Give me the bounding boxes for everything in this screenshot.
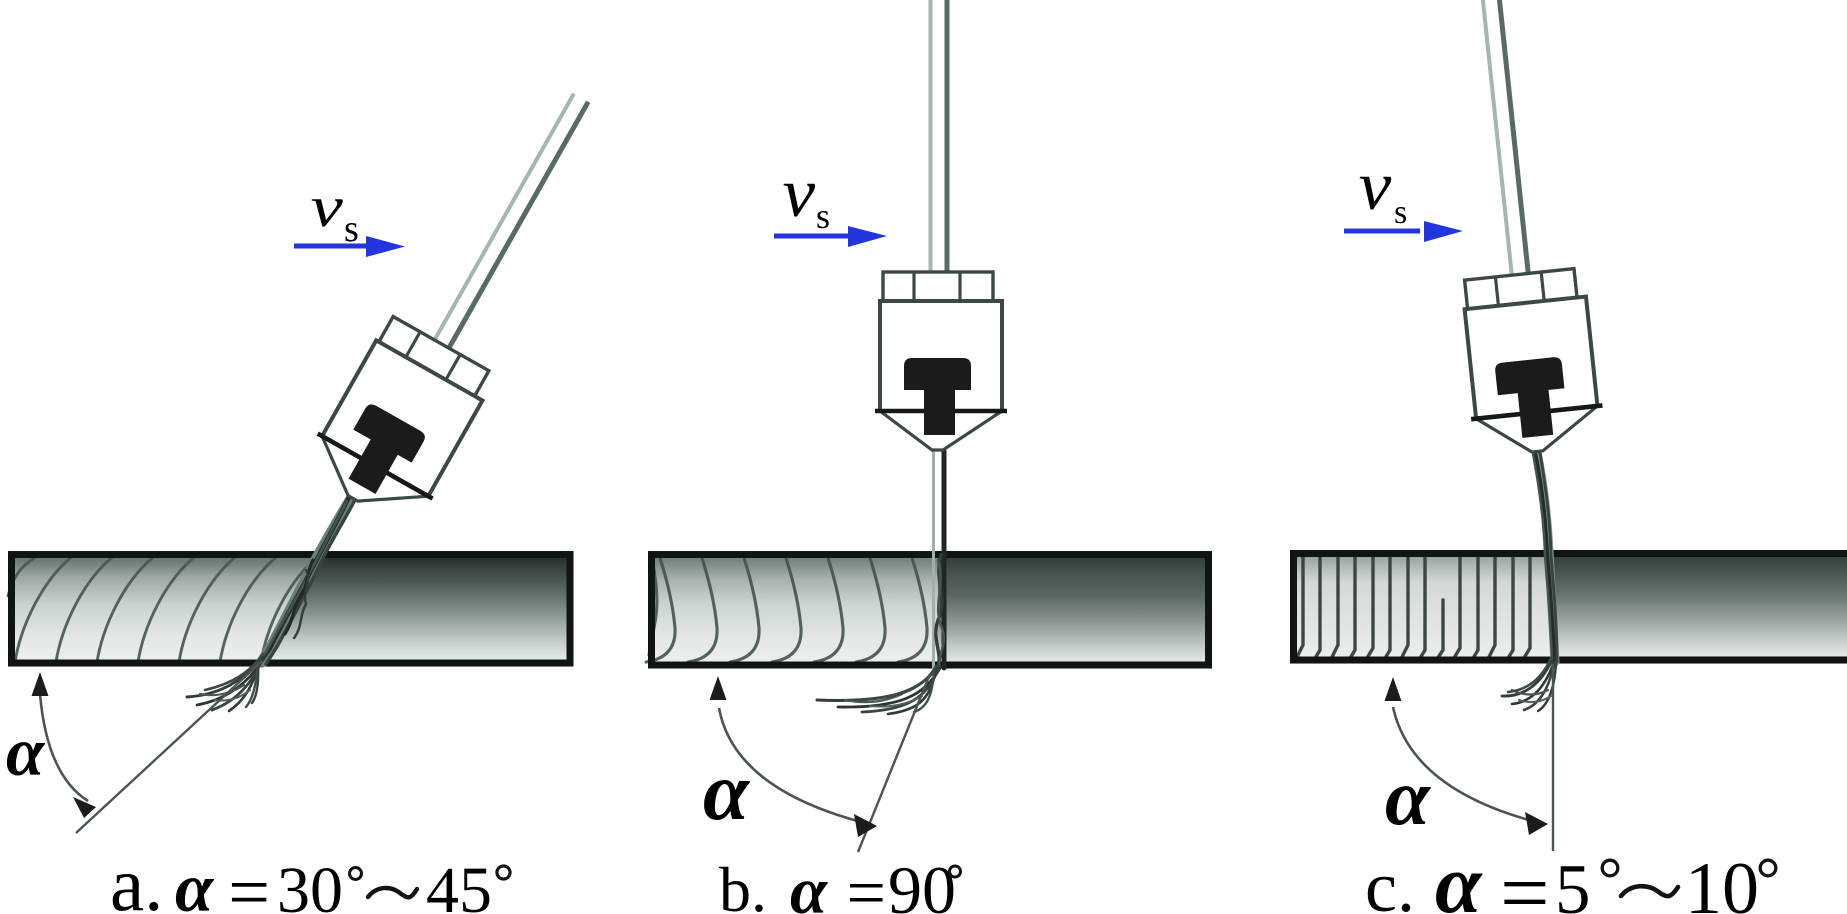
svg-text:α: α <box>6 714 46 790</box>
svg-text:v: v <box>1359 147 1392 225</box>
svg-text:=: = <box>1500 845 1550 914</box>
svg-text:=: = <box>228 852 270 914</box>
svg-text:c.: c. <box>1365 847 1415 914</box>
svg-text:α: α <box>175 850 215 914</box>
svg-text:90: 90 <box>888 852 956 914</box>
svg-text:α: α <box>1435 838 1483 914</box>
svg-text:s: s <box>816 196 830 236</box>
svg-text:s: s <box>1394 194 1407 231</box>
svg-text:45: 45 <box>426 854 492 914</box>
svg-text:=: = <box>847 855 886 914</box>
svg-text:α: α <box>790 854 828 914</box>
svg-text:b.: b. <box>719 854 767 914</box>
svg-text:α: α <box>1385 752 1431 842</box>
svg-text:a.: a. <box>110 841 163 914</box>
svg-text:10: 10 <box>1685 848 1759 914</box>
svg-text:30: 30 <box>277 854 343 914</box>
svg-text:5: 5 <box>1555 851 1591 914</box>
svg-text:v: v <box>782 154 815 232</box>
svg-text:s: s <box>344 208 359 250</box>
svg-text:v: v <box>311 175 344 239</box>
svg-text:α: α <box>703 745 750 837</box>
